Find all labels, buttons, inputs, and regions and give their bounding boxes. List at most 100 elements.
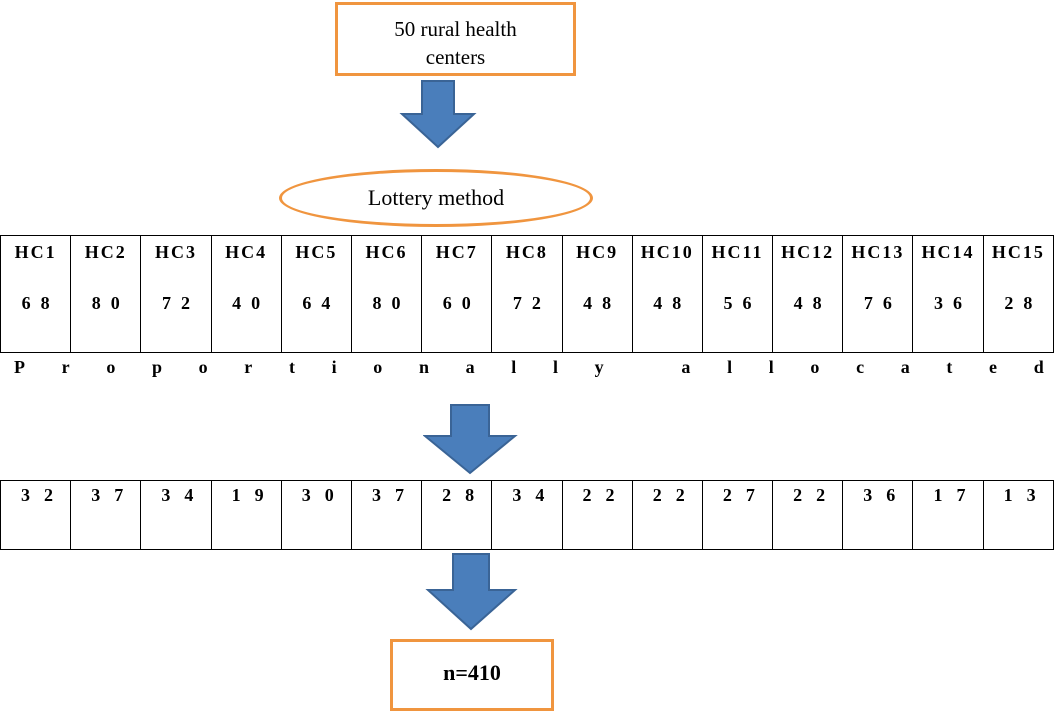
health-center-count: 72	[512, 293, 551, 313]
health-center-cell: HC14 36	[912, 235, 984, 353]
health-center-count: 40	[232, 293, 271, 313]
health-center-name: HC4	[225, 242, 268, 262]
allocated-sample-value: 32	[21, 485, 67, 505]
allocated-sample-value: 22	[652, 485, 699, 505]
health-center-count: 72	[161, 293, 200, 313]
allocation-letter: l	[768, 357, 774, 377]
allocated-sample-value: 19	[231, 485, 278, 505]
allocation-letter: a	[681, 357, 691, 377]
allocated-sample-cell: 34	[491, 480, 563, 550]
health-center-count: 48	[653, 293, 692, 313]
source-population-box: 50 rural health centers	[335, 2, 576, 76]
allocated-sample-cell: 34	[140, 480, 212, 550]
allocation-letter: P	[14, 357, 25, 377]
health-center-cell: HC13 76	[842, 235, 914, 353]
health-center-name: HC7	[435, 242, 478, 262]
health-center-name: HC11	[711, 242, 764, 262]
allocation-letter: o	[373, 357, 383, 377]
lottery-method-label: Lottery method	[367, 185, 505, 210]
allocation-letter: o	[198, 357, 208, 377]
allocated-sample-value: 34	[512, 485, 559, 505]
allocated-sample-value: 13	[1003, 485, 1050, 505]
allocated-sample-cell: 19	[210, 480, 282, 550]
down-arrow-icon	[399, 80, 477, 149]
allocated-sample-cell: 36	[842, 480, 914, 550]
health-center-name: HC6	[365, 242, 408, 262]
allocation-letter: d	[1033, 357, 1044, 377]
allocation-letter: r	[244, 357, 253, 377]
health-center-name: HC8	[505, 242, 548, 262]
health-center-name: HC3	[154, 242, 197, 262]
health-center-cell: HC4 40	[210, 235, 282, 353]
health-center-name: HC1	[14, 242, 57, 262]
health-center-cell: HC6 80	[350, 235, 423, 353]
allocated-sample-value: 27	[722, 485, 769, 505]
allocated-sample-cell: 28	[421, 480, 493, 550]
allocated-sample-value: 22	[793, 485, 840, 505]
health-center-count: 80	[372, 293, 411, 313]
allocated-sample-cell: 27	[701, 480, 774, 550]
allocated-sample-value: 37	[371, 485, 418, 505]
allocation-letter: t	[946, 357, 953, 377]
health-center-cell: HC7 60	[421, 235, 493, 353]
allocation-letter: t	[288, 357, 295, 377]
allocation-letter: a	[900, 357, 910, 377]
allocated-sample-value: 30	[301, 485, 348, 505]
allocated-sample-cell: 30	[280, 480, 352, 550]
health-center-cell: HC15 28	[982, 235, 1055, 353]
allocation-letter	[640, 357, 645, 378]
allocation-letter: l	[511, 357, 517, 377]
health-center-cell: HC8 72	[491, 235, 563, 353]
health-center-name: HC14	[921, 242, 975, 262]
health-center-name: HC12	[781, 242, 835, 262]
allocation-letter: n	[418, 357, 429, 377]
allocated-sample-cell: 22	[772, 480, 844, 550]
health-center-count: 28	[1004, 293, 1043, 313]
health-center-cell: HC12 48	[772, 235, 844, 353]
allocated-sample-cell: 37	[70, 480, 142, 550]
allocated-sample-cell: 32	[0, 480, 72, 550]
down-arrow-icon	[423, 404, 518, 475]
allocation-letter: y	[594, 357, 604, 377]
allocated-sample-value: 17	[933, 485, 980, 505]
health-center-name: HC15	[991, 242, 1045, 262]
allocation-letter: l	[552, 357, 558, 377]
allocated-sample-cell: 17	[912, 480, 984, 550]
allocation-letter: a	[465, 357, 475, 377]
health-center-cell: HC1 68	[0, 235, 72, 353]
allocated-sample-value: 36	[863, 485, 910, 505]
total-sample-box: n=410	[390, 639, 554, 711]
allocation-letter: e	[989, 357, 998, 377]
allocated-sample-cell: 22	[631, 480, 703, 550]
health-center-name: HC13	[851, 242, 905, 262]
allocated-sample-cell: 37	[350, 480, 423, 550]
allocation-letter: i	[331, 357, 337, 377]
health-center-count: 76	[863, 293, 902, 313]
allocation-letter: r	[61, 357, 70, 377]
allocation-letter: o	[106, 357, 116, 377]
allocation-letter: l	[727, 357, 733, 377]
health-center-count: 60	[442, 293, 481, 313]
health-center-name: HC5	[295, 242, 338, 262]
health-center-count: 48	[793, 293, 832, 313]
health-center-name: HC2	[84, 242, 127, 262]
health-center-count: 48	[583, 293, 622, 313]
health-center-count: 36	[934, 293, 973, 313]
allocated-sample-cell: 22	[561, 480, 633, 550]
health-center-cell: HC9 48	[561, 235, 633, 353]
health-center-name: HC9	[576, 242, 619, 262]
source-population-line1: 50 rural health	[394, 17, 517, 41]
allocated-sample-value: 22	[582, 485, 629, 505]
health-center-count: 68	[21, 293, 60, 313]
down-arrow-icon	[425, 553, 518, 631]
allocated-sample-value: 34	[161, 485, 208, 505]
health-center-cell: HC3 72	[140, 235, 212, 353]
